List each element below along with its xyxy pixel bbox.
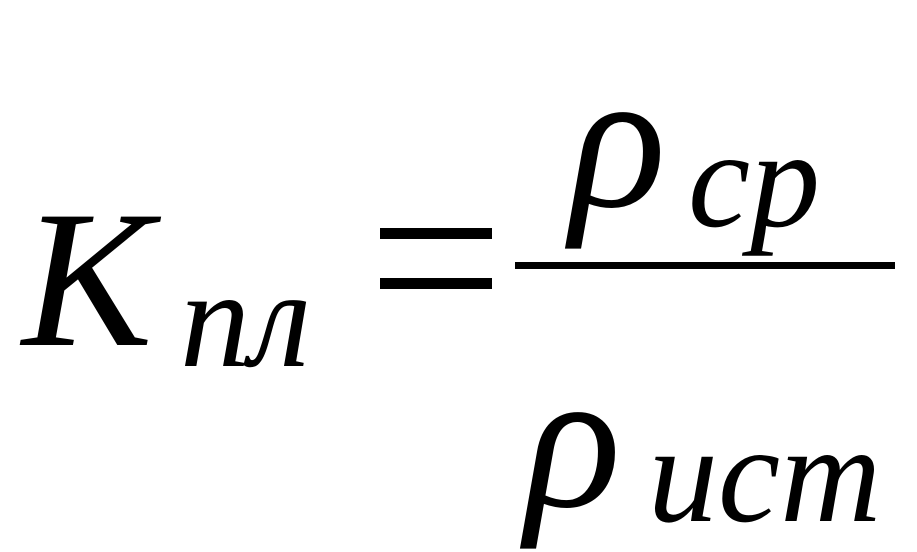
numerator-subscript: ср (688, 102, 821, 257)
equals-bar-top (380, 228, 492, 239)
denominator-subscript: ист (648, 397, 882, 552)
denominator-symbol: ρ (525, 329, 621, 550)
numerator-symbol: ρ (570, 29, 666, 250)
equals-bar-bottom (380, 278, 492, 289)
equals-sign (380, 228, 492, 292)
fraction-bar (515, 262, 895, 269)
lhs-symbol: K (22, 171, 153, 388)
lhs-subscript: пл (180, 242, 312, 397)
